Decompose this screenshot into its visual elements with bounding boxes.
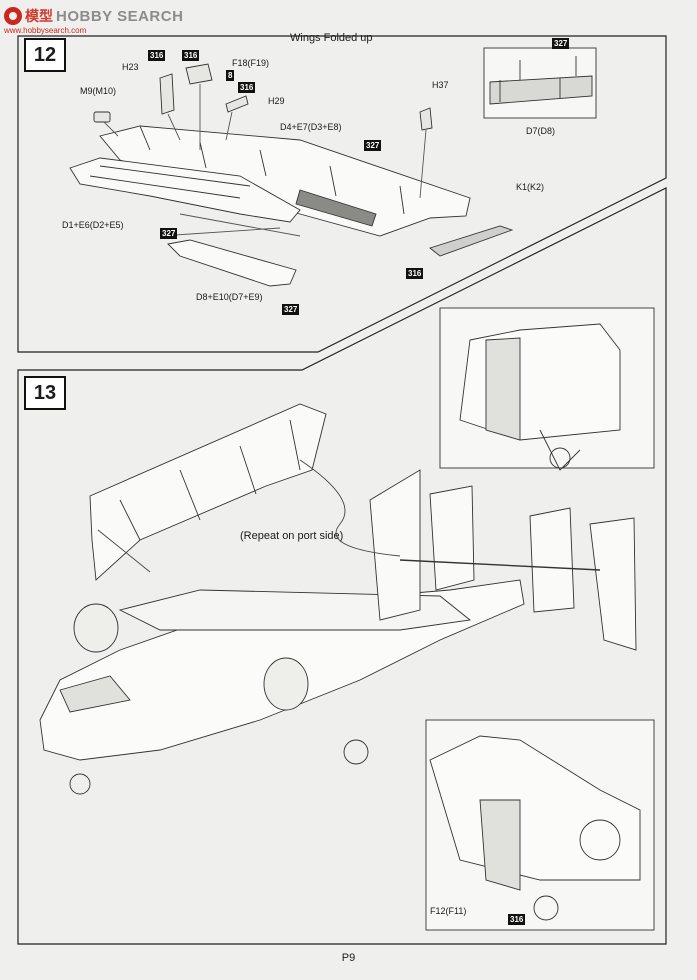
label-d8: D8+E10(D7+E9) [196,292,263,302]
step12-parts [69,47,597,287]
watermark-logo-icon [4,7,22,25]
label-f12: F12(F11) [430,906,467,916]
watermark-cn-text: 模型 [25,8,53,24]
flap-d8 [167,239,297,287]
part-h23 [159,73,175,115]
label-f18: F18(F19) [232,58,270,68]
part-h37 [419,107,433,131]
label-d4: D4+E7(D3+E8) [280,122,342,132]
tail-fin-1 [369,469,421,621]
tail-fin-2 [429,485,475,591]
nose-wheel [69,773,91,795]
folded-wing [89,403,327,581]
strut-k1 [429,225,514,257]
badge-316-f12: 316 [508,914,526,925]
badge-316-c: 316 [238,82,256,93]
part-m9 [93,111,111,123]
right-engine [263,657,309,711]
watermark-brand: HOBBY SEARCH [56,7,184,25]
page-number: P9 [341,952,356,964]
left-engine [73,603,119,653]
label-h37: H37 [432,80,449,90]
label-d7: D7(D8) [526,126,556,136]
badge-327-mid: 327 [364,140,382,151]
main-wheel [343,739,369,765]
tail-fin-4 [589,517,637,651]
step13-parts [39,307,655,931]
badge-316-k: 316 [406,268,424,279]
badge-327-left: 327 [160,228,178,239]
part-h29 [225,95,249,113]
badge-316-a: 316 [148,50,166,61]
tail-fin-3 [529,507,575,613]
step-13-number: 13 [24,376,66,410]
step12-frame [17,35,667,353]
step12-title: Wings Folded up [290,32,373,44]
label-h29: H29 [268,96,285,106]
label-d1: D1+E6(D2+E5) [62,220,124,230]
part-f18 [185,63,213,85]
step13-frame [17,187,667,945]
badge-8: 8 [226,70,235,81]
step-12-number: 12 [24,38,66,72]
step13-note: (Repeat on port side) [240,530,344,542]
badge-327-bot: 327 [282,304,300,315]
label-k1: K1(K2) [516,182,545,192]
label-h23: H23 [122,62,139,72]
badge-327-top: 327 [552,38,570,49]
watermark: 模型 HOBBY SEARCH [4,4,183,28]
label-m9: M9(M10) [80,86,117,96]
badge-316-b: 316 [182,50,200,61]
watermark-url: www.hobbysearch.com [4,26,87,35]
